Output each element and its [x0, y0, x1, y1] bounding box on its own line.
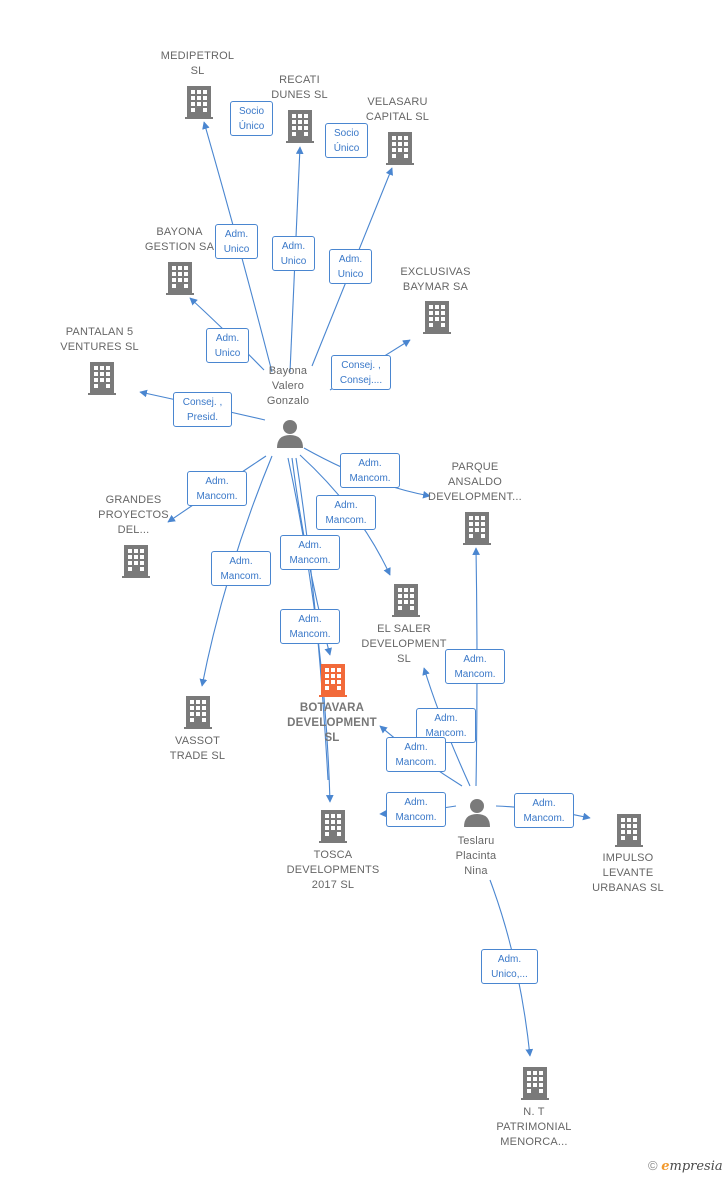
- building-icon: [392, 584, 420, 617]
- building-icon: [286, 110, 314, 143]
- relation-tag[interactable]: Adm. Mancom.: [340, 453, 400, 488]
- relation-tag[interactable]: Adm. Unico: [206, 328, 249, 363]
- relation-tag[interactable]: Adm. Unico: [272, 236, 315, 271]
- building-icon: [185, 86, 213, 119]
- person-icon: [277, 420, 303, 448]
- company-label: VELASARU CAPITAL SL: [365, 96, 430, 123]
- company-label: N. T PATRIMONIAL MENORCA...: [496, 1106, 572, 1148]
- building-icon: [319, 810, 347, 843]
- person-label: Teslaru Placinta Nina: [455, 835, 497, 877]
- relation-tag[interactable]: Socio Único: [325, 123, 368, 158]
- copyright-symbol: ©: [648, 1158, 658, 1173]
- building-icon: [88, 362, 116, 395]
- company-label: GRANDES PROYECTOS DEL...: [98, 494, 169, 536]
- relation-tag[interactable]: Adm. Mancom.: [280, 609, 340, 644]
- person-label: Bayona Valero Gonzalo: [266, 365, 310, 407]
- relation-tag[interactable]: Socio Único: [230, 101, 273, 136]
- company-label: EXCLUSIVAS BAYMAR SA: [400, 266, 471, 293]
- company-label: RECATI DUNES SL: [271, 74, 328, 101]
- building-icon: [386, 132, 414, 165]
- company-label: VASSOT TRADE SL: [169, 735, 226, 762]
- company-label: EL SALER DEVELOPMENT SL: [361, 623, 447, 665]
- relation-tag[interactable]: Adm. Mancom.: [386, 792, 446, 827]
- relation-tag[interactable]: Adm. Unico: [329, 249, 372, 284]
- building-icon: [423, 301, 451, 334]
- company-label: BOTAVARA DEVELOPMENT SL: [287, 702, 377, 744]
- company-label: PARQUE ANSALDO DEVELOPMENT...: [428, 461, 522, 503]
- relation-tag[interactable]: Consej. , Consej....: [331, 355, 391, 390]
- building-icon: [615, 814, 643, 847]
- building-icon: [184, 696, 212, 729]
- relation-tag[interactable]: Adm. Mancom.: [187, 471, 247, 506]
- company-label: TOSCA DEVELOPMENTS 2017 SL: [286, 849, 380, 891]
- building-icon: [521, 1067, 549, 1100]
- building-icon: [463, 512, 491, 545]
- relation-tag[interactable]: Consej. , Presid.: [173, 392, 232, 427]
- relation-tag[interactable]: Adm. Mancom.: [386, 737, 446, 772]
- company-label: PANTALAN 5 VENTURES SL: [60, 326, 139, 353]
- relation-tag[interactable]: Adm. Unico: [215, 224, 258, 259]
- empresia-logo: © empresia: [648, 1158, 723, 1174]
- company-label: IMPULSO LEVANTE URBANAS SL: [592, 852, 664, 894]
- relation-tag[interactable]: Adm. Mancom.: [211, 551, 271, 586]
- building-icon: [319, 664, 347, 697]
- person-icon: [464, 799, 490, 827]
- company-label: MEDIPETROL SL: [160, 50, 235, 77]
- company-label: BAYONA GESTION SA: [144, 226, 215, 253]
- relation-tag[interactable]: Adm. Unico,...: [481, 949, 538, 984]
- relation-tag[interactable]: Adm. Mancom.: [514, 793, 574, 828]
- relation-tag[interactable]: Adm. Mancom.: [280, 535, 340, 570]
- relation-tag[interactable]: Adm. Mancom.: [445, 649, 505, 684]
- logo-initial: e: [661, 1159, 670, 1174]
- building-icon: [166, 262, 194, 295]
- relation-tag[interactable]: Adm. Mancom.: [316, 495, 376, 530]
- logo-text: mpresia: [669, 1159, 723, 1174]
- building-icon: [122, 545, 150, 578]
